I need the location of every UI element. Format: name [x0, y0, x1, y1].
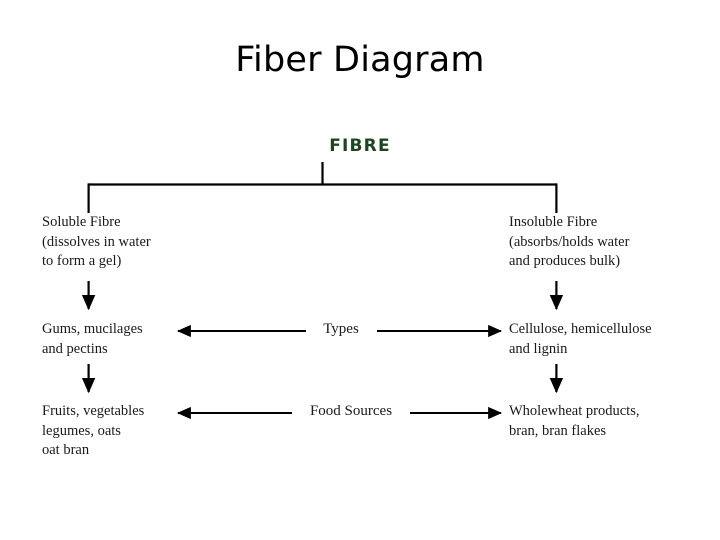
page-title: Fiber Diagram [235, 40, 485, 80]
row-label-types: Types [323, 321, 359, 337]
node-insoluble-fibre-food-sources: Wholewheat products, bran, bran flakes [509, 403, 640, 439]
node-insoluble-fibre-definition: Insoluble Fibre (absorbs/holds water and… [509, 214, 630, 269]
node-insoluble-fibre-types: Cellulose, hemicellulose and lignin [509, 321, 652, 357]
node-soluble-fibre-food-sources: Fruits, vegetables legumes, oats oat bra… [42, 403, 145, 458]
diagram-root-node-fibre: FIBRE [329, 136, 391, 156]
row-label-food-sources: Food Sources [309, 403, 393, 419]
node-soluble-fibre-types: Gums, mucilages and pectins [42, 321, 143, 357]
node-soluble-fibre-definition: Soluble Fibre (dissolves in water to for… [42, 214, 151, 269]
